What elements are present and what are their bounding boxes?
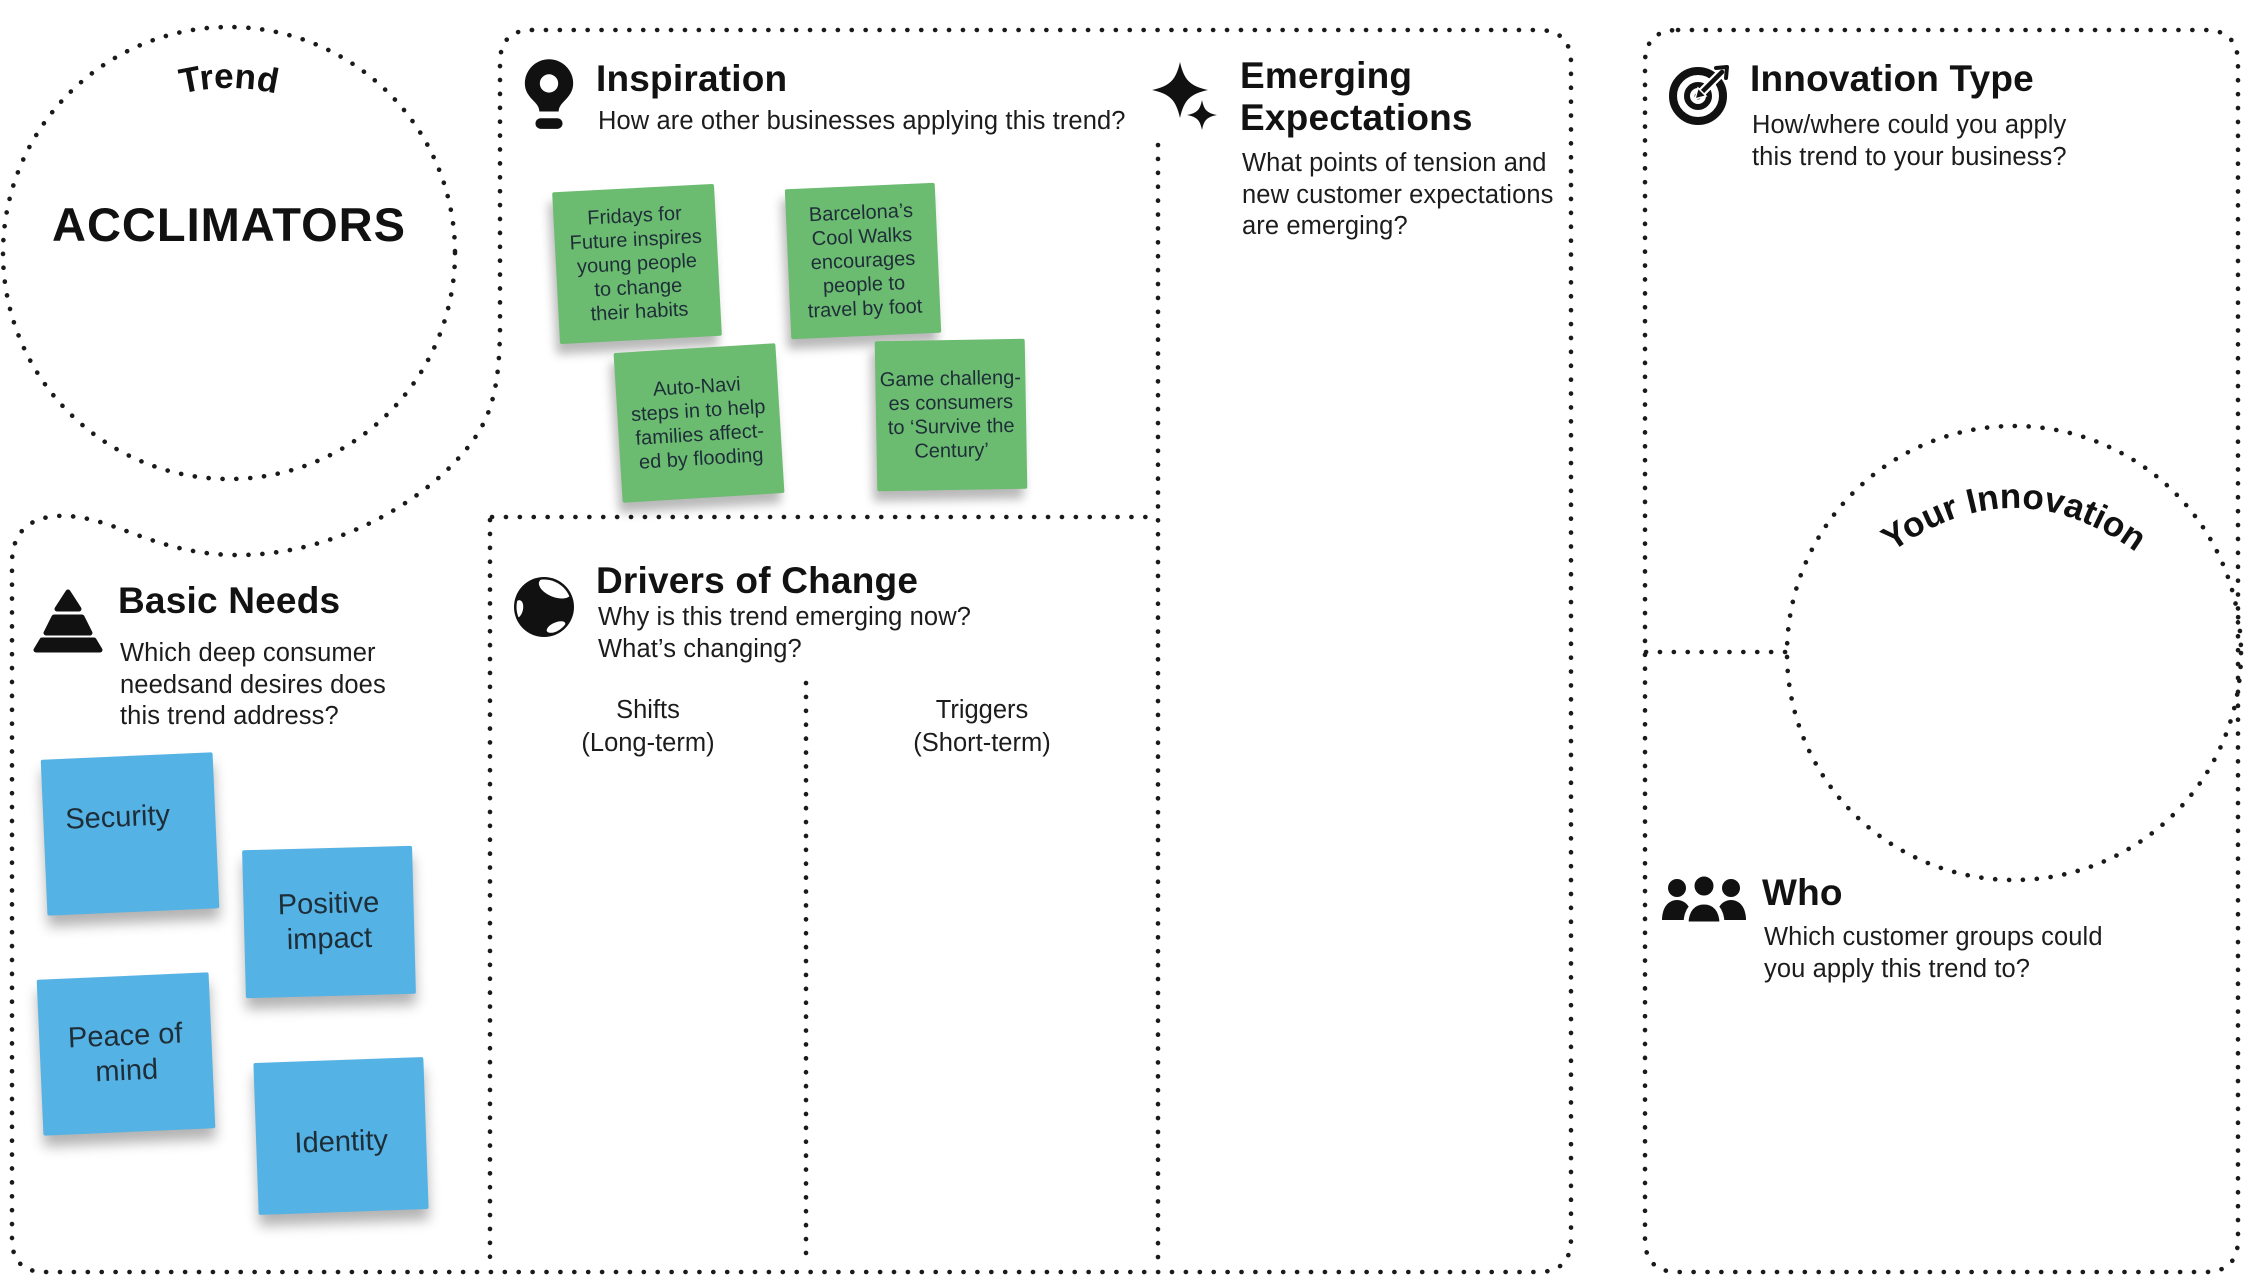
pyramid-icon xyxy=(33,589,103,653)
sticky-note-game-challenges[interactable]: Game challeng- es consumers to ‘Survive … xyxy=(874,338,1028,492)
emerging-expectations-subtitle: What points of tension and new customer … xyxy=(1242,149,1554,241)
sticky-note-peace-of-mind[interactable]: Peace of mind xyxy=(36,972,216,1136)
trend-circle xyxy=(0,24,458,482)
basic-needs-subtitle: Which deep consumer needsand desires doe… xyxy=(120,639,386,731)
left-middle-panel-border xyxy=(9,27,1574,1275)
who-title: Who xyxy=(1762,872,1843,913)
your-innovation-circle xyxy=(1784,423,2244,883)
sticky-note-fridays-for-future[interactable]: Fridays for Future inspires young people… xyxy=(552,183,722,345)
inspiration-title: Inspiration xyxy=(596,58,788,99)
your-innovation-label: Your Innovation xyxy=(1875,477,2154,559)
sticky-note-barcelona-cool-walks[interactable]: Barcelona’s Cool Walks encourages people… xyxy=(784,182,942,340)
sticky-note-identity[interactable]: Identity xyxy=(253,1057,429,1215)
inspiration-subtitle: How are other businesses applying this t… xyxy=(598,107,1126,135)
lightbulb-icon xyxy=(524,59,574,129)
basic-needs-title: Basic Needs xyxy=(118,580,341,621)
drivers-of-change-title: Drivers of Change xyxy=(596,560,919,601)
emerging-expectations-title: Emerging Expectations xyxy=(1240,55,1473,138)
sparkles-icon xyxy=(1152,62,1217,130)
trend-name: ACCLIMATORS xyxy=(52,198,406,251)
globe-icon xyxy=(514,577,574,637)
who-subtitle: Which customer groups could you apply th… xyxy=(1764,923,2103,983)
people-icon xyxy=(1662,874,1746,927)
trend-circle-label: Trend xyxy=(176,57,282,101)
shifts-column-label: Shifts (Long-term) xyxy=(581,696,715,758)
right-panel-border xyxy=(1642,27,2241,1275)
target-icon xyxy=(1669,65,1729,125)
sticky-note-auto-navi[interactable]: Auto-Navi steps in to help families affe… xyxy=(613,343,785,503)
sticky-note-positive-impact[interactable]: Positive impact xyxy=(242,845,416,999)
innovation-type-subtitle: How/where could you apply this trend to … xyxy=(1752,111,2067,171)
innovation-type-title: Innovation Type xyxy=(1750,58,2034,99)
triggers-column-label: Triggers (Short-term) xyxy=(913,696,1051,758)
drivers-of-change-subtitle: Why is this trend emerging now? What’s c… xyxy=(598,603,972,663)
sticky-note-security[interactable]: Security xyxy=(40,752,220,916)
